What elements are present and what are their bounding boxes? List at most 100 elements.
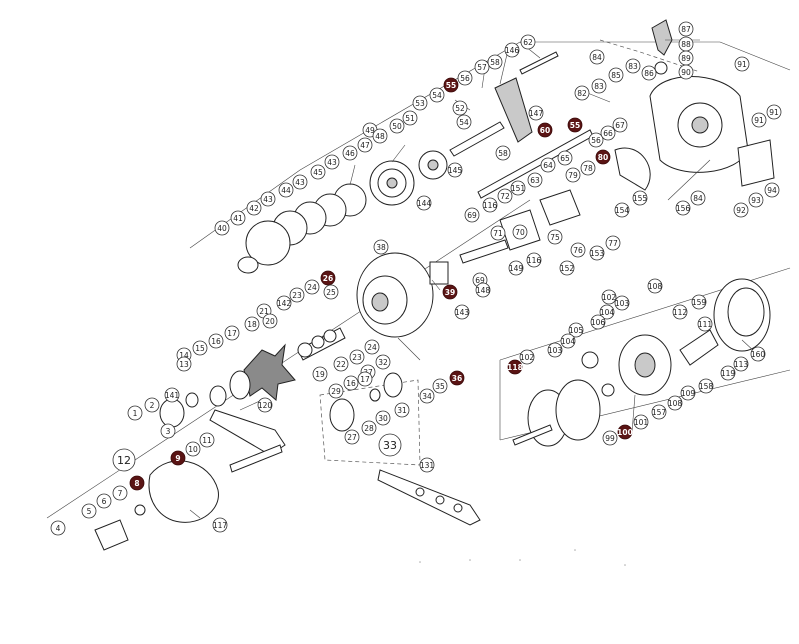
callout-156: 156: [675, 200, 691, 216]
callout-83: 83: [625, 58, 641, 74]
callout-7: 7: [112, 485, 128, 501]
callout-120: 120: [257, 397, 273, 413]
callout-38: 38: [373, 239, 389, 255]
callout-104: 104: [599, 304, 615, 320]
callout-75: 75: [547, 229, 563, 245]
callout-number: 102: [602, 293, 617, 302]
callout-number: 54: [432, 91, 442, 100]
callout-17: 17: [357, 371, 373, 387]
callout-number: 54: [459, 118, 469, 127]
callout-number: 56: [591, 136, 601, 145]
callout-number: 118: [507, 363, 523, 372]
callout-22: 22: [333, 356, 349, 372]
callout-67: 67: [612, 117, 628, 133]
callout-ring: [617, 424, 633, 440]
callout-36: 36: [449, 370, 465, 386]
callout-108: 108: [667, 395, 683, 411]
callout-4: 4: [50, 520, 66, 536]
callout-number: 141: [165, 391, 180, 400]
callout-91: 91: [734, 56, 750, 72]
callout-number: 106: [591, 318, 606, 327]
callout-ring: [199, 432, 215, 448]
callout-119: 119: [720, 365, 736, 381]
callout-63: 63: [527, 172, 543, 188]
callout-number: 33: [383, 439, 397, 452]
callout-ring: [601, 289, 617, 305]
callout-ring: [144, 397, 160, 413]
callout-78: 78: [580, 160, 596, 176]
callout-105: 105: [568, 322, 584, 338]
callout-44: 44: [278, 182, 294, 198]
callout-ring: [507, 359, 523, 375]
callout-number: 45: [313, 168, 323, 177]
callout-ring: [160, 423, 176, 439]
callout-131: 131: [419, 457, 435, 473]
callout-ring: [599, 304, 615, 320]
callout-ring: [364, 339, 380, 355]
callout-51: 51: [402, 110, 418, 126]
callout-number: 103: [548, 346, 563, 355]
callout-number: 100: [617, 428, 633, 437]
callout-number: 16: [346, 379, 356, 388]
callout-27: 27: [344, 429, 360, 445]
callout-number: 23: [352, 353, 362, 362]
callout-number: 93: [751, 196, 761, 205]
callout-77: 77: [605, 235, 621, 251]
callout-ring: [614, 295, 630, 311]
callout-ring: [454, 304, 470, 320]
callout-54: 54: [429, 87, 445, 103]
callout-ring: [672, 304, 688, 320]
callout-number: 105: [569, 326, 584, 335]
callout-ring: [452, 100, 468, 116]
callout-number: 22: [336, 360, 346, 369]
callout-ring: [324, 154, 340, 170]
callout-145: 145: [447, 162, 463, 178]
callout-number: 159: [692, 298, 707, 307]
star-drag: [243, 343, 296, 401]
callout-39: 39: [442, 284, 458, 300]
clutch-plate: [494, 77, 533, 143]
callout-ring: [127, 405, 143, 421]
callout-number: 14: [179, 351, 189, 360]
callout-number: 99: [605, 434, 615, 443]
callout-40: 40: [214, 220, 230, 236]
callout-ring: [487, 54, 503, 70]
callout-ring: [214, 220, 230, 236]
callout-ring: [605, 235, 621, 251]
callout-ring: [750, 346, 766, 362]
callout-number: 88: [681, 40, 691, 49]
callout-number: 113: [734, 360, 749, 369]
callout-ring: [212, 517, 228, 533]
handle-knob: [148, 460, 219, 523]
callout-80: 80: [595, 149, 611, 165]
callout-number: 63: [530, 176, 540, 185]
callout-85: 85: [608, 67, 624, 83]
callout-30: 30: [375, 410, 391, 426]
callout-55: 55: [443, 77, 459, 93]
callout-number: 60: [540, 126, 550, 135]
callout-number: 11: [202, 436, 212, 445]
callout-number: 41: [233, 214, 243, 223]
callout-144: 144: [416, 195, 432, 211]
callout-ring: [667, 395, 683, 411]
callout-number: 1: [133, 409, 138, 418]
callout-ring: [304, 279, 320, 295]
callout-ring: [697, 316, 713, 332]
callout-116: 116: [526, 252, 542, 268]
callout-number: 82: [577, 89, 587, 98]
callout-number: 157: [652, 408, 667, 417]
callout-11: 11: [199, 432, 215, 448]
callout-ring: [612, 117, 628, 133]
callout-number: 152: [560, 264, 575, 273]
callout-58: 58: [487, 54, 503, 70]
callout-ring: [508, 260, 524, 276]
callout-112: 112: [672, 304, 688, 320]
callout-160: 160: [750, 346, 766, 362]
callout-92: 92: [733, 202, 749, 218]
callout-number: 55: [570, 121, 580, 130]
callout-25: 25: [323, 284, 339, 300]
callout-number: 51: [405, 114, 415, 123]
level-wind-shaft: [477, 129, 594, 199]
callout-ring: [456, 114, 472, 130]
